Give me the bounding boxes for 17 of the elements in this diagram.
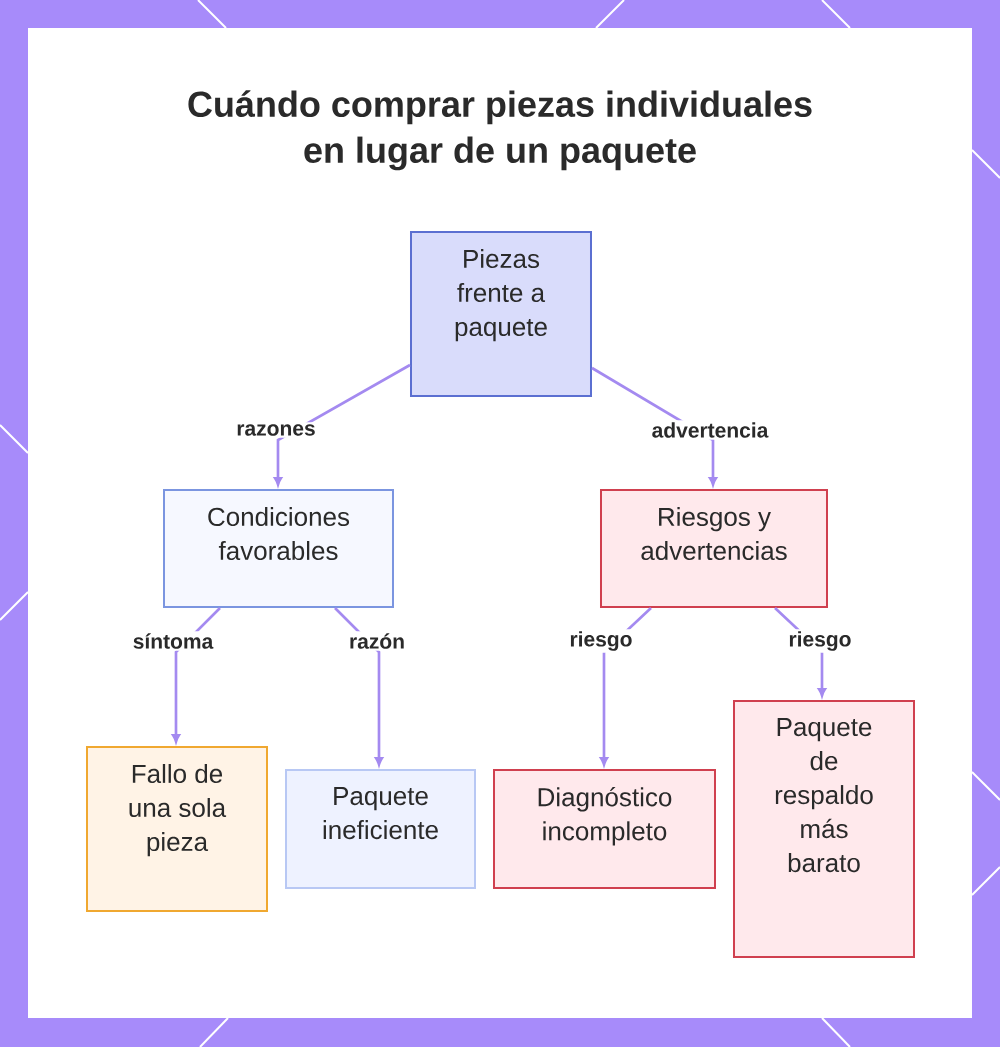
topic-box: Paquete ineficiente <box>285 769 476 889</box>
edge-label: razón <box>347 631 407 651</box>
topic-box: Piezas frente a paquete <box>410 231 592 397</box>
edge-label: riesgo <box>786 629 854 653</box>
edge-label: riesgo <box>567 629 635 653</box>
topic-box: Diagnóstico incompleto <box>493 769 716 889</box>
edge-label: síntoma <box>130 631 216 651</box>
topic-box: Paquete de respaldo más barato <box>733 700 915 958</box>
topic-box: Riesgos y advertencias <box>600 489 828 608</box>
arrow <box>273 363 411 486</box>
edge-label: razones <box>234 422 318 438</box>
arrow <box>171 607 221 743</box>
topic-box: Condiciones favorables <box>163 489 394 608</box>
arrow <box>334 607 384 766</box>
topic-box: Fallo de una sola pieza <box>86 746 268 912</box>
edge-label: advertencia <box>649 420 771 440</box>
title: Cuándo comprar piezas individuales en lugar de un paquete <box>188 90 812 171</box>
